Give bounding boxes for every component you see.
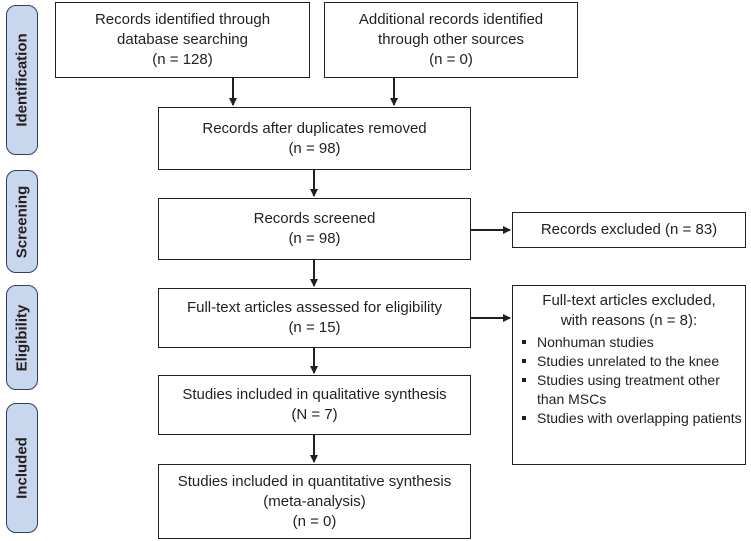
box-duplicates-removed: Records after duplicates removed (n = 98…	[158, 107, 471, 170]
box-fulltext-assessed: Full-text articles assessed for eligibil…	[158, 288, 471, 348]
box-records-excluded-line-1: Records excluded (n = 83)	[540, 221, 718, 238]
stage-screening: Screening	[6, 170, 38, 273]
box-fulltext-assessed-line-2: (n = 15)	[288, 319, 341, 336]
box-quantitative-synthesis-line-1: Studies included in quantitative synthes…	[177, 472, 452, 490]
fulltext-excluded-header-1: Full-text articles excluded,	[542, 292, 716, 309]
box-other-sources-line-1: Additional records identified	[358, 11, 544, 28]
exclusion-reason-item: Studies unrelated to the knee	[522, 352, 745, 371]
box-fulltext-excluded: Full-text articles excluded, with reason…	[512, 285, 746, 465]
box-quantitative-synthesis: Studies included in quantitative synthes…	[158, 464, 471, 539]
box-duplicates-removed-line-2: (n = 98)	[288, 139, 341, 157]
box-records-screened-line-2: (n = 98)	[288, 230, 341, 247]
box-database-search-line-1: Records identified through	[94, 11, 271, 28]
exclusion-reason-item: Studies with overlapping patients	[522, 409, 745, 428]
exclusion-reasons-list: Nonhuman studies Studies unrelated to th…	[513, 333, 745, 428]
fulltext-excluded-header-2: with reasons (n = 8):	[560, 312, 698, 329]
stage-identification: Identification	[6, 5, 38, 155]
box-quantitative-synthesis-line-2: (meta-analysis)	[263, 492, 366, 510]
box-records-screened-line-1: Records screened	[253, 210, 376, 227]
box-other-sources-line-2: through other sources	[378, 31, 524, 48]
box-quantitative-synthesis-line-3: (n = 0)	[292, 512, 337, 530]
box-other-sources: Additional records identified through ot…	[324, 2, 578, 78]
box-fulltext-assessed-line-1: Full-text articles assessed for eligibil…	[186, 299, 443, 316]
box-other-sources-line-3: (n = 0)	[429, 51, 473, 68]
box-database-search: Records identified through database sear…	[55, 2, 310, 78]
exclusion-reason-item: Nonhuman studies	[522, 333, 745, 352]
stage-included: Included	[6, 403, 38, 533]
box-duplicates-removed-line-1: Records after duplicates removed	[202, 119, 427, 137]
box-records-screened: Records screened (n = 98)	[158, 198, 471, 260]
box-qualitative-synthesis-line-2: (N = 7)	[291, 406, 338, 423]
box-database-search-line-3: (n = 128)	[152, 51, 213, 68]
box-qualitative-synthesis: Studies included in qualitative synthesi…	[158, 375, 471, 435]
box-records-excluded: Records excluded (n = 83)	[512, 212, 746, 248]
box-database-search-line-2: database searching	[117, 31, 248, 48]
stage-eligibility: Eligibility	[6, 285, 38, 390]
exclusion-reason-item: Studies using treatment other than MSCs	[522, 371, 745, 409]
box-qualitative-synthesis-line-1: Studies included in qualitative synthesi…	[182, 386, 447, 403]
